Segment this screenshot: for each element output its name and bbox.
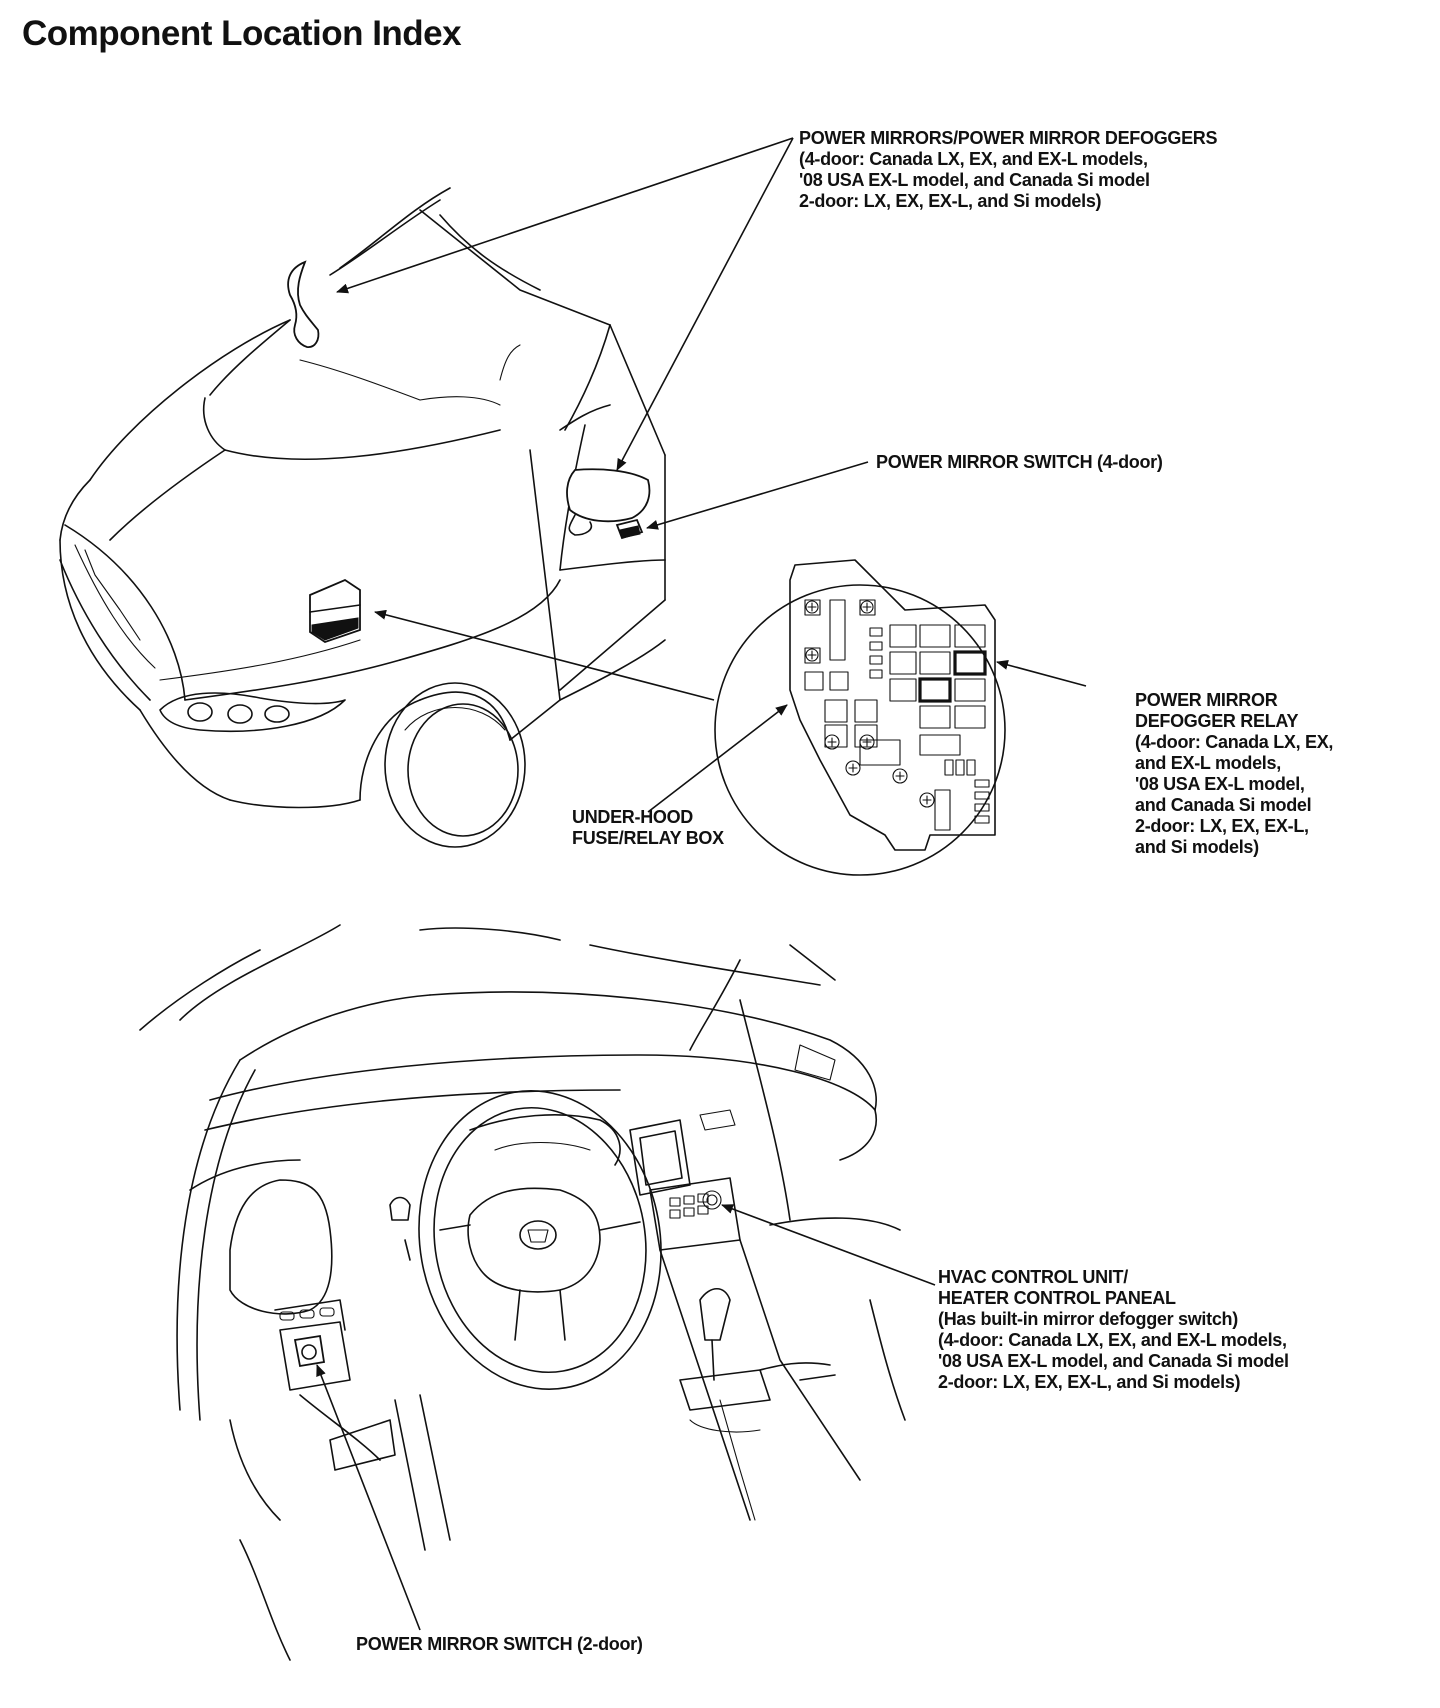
label-line: and EX-L models, — [1135, 753, 1281, 773]
label-line: (Has built-in mirror defogger switch) — [938, 1309, 1238, 1329]
label-line: '08 USA EX-L model, and Canada Si model — [799, 170, 1150, 190]
label-line: (4-door: Canada LX, EX, — [1135, 732, 1334, 752]
fuse-relay-box-detail — [714, 559, 1006, 876]
label-hvac-control-unit: HVAC CONTROL UNIT/ HEATER CONTROL PANEAL… — [938, 1267, 1289, 1393]
label-line: DEFOGGER RELAY — [1135, 711, 1299, 731]
label-line: POWER MIRROR SWITCH (2-door) — [356, 1634, 643, 1654]
interior-dashboard-illustration — [139, 924, 906, 1661]
label-line: HVAC CONTROL UNIT/ — [938, 1267, 1128, 1287]
label-power-mirror-switch-4door: POWER MIRROR SWITCH (4-door) — [876, 452, 1163, 473]
label-line: and Canada Si model — [1135, 795, 1312, 815]
page-title: Component Location Index — [22, 14, 462, 53]
label-power-mirror-switch-2door: POWER MIRROR SWITCH (2-door) — [356, 1634, 643, 1655]
label-line: 2-door: LX, EX, EX-L, and Si models) — [938, 1372, 1241, 1392]
label-line: HEATER CONTROL PANEAL — [938, 1288, 1176, 1308]
label-line: 2-door: LX, EX, EX-L, and Si models) — [799, 191, 1102, 211]
label-power-mirror-defogger-relay: POWER MIRROR DEFOGGER RELAY (4-door: Can… — [1135, 690, 1333, 858]
car-exterior-illustration — [59, 187, 666, 848]
label-line: and Si models) — [1135, 837, 1259, 857]
label-line: POWER MIRROR — [1135, 690, 1278, 710]
label-line: 2-door: LX, EX, EX-L, — [1135, 816, 1309, 836]
label-line: (4-door: Canada LX, EX, and EX-L models, — [799, 149, 1148, 169]
label-line: (4-door: Canada LX, EX, and EX-L models, — [938, 1330, 1287, 1350]
leader-lines — [316, 137, 1087, 1631]
label-line: UNDER-HOOD — [572, 807, 693, 827]
label-line: '08 USA EX-L model, — [1135, 774, 1305, 794]
label-line: POWER MIRRORS/POWER MIRROR DEFOGGERS — [799, 128, 1218, 148]
label-power-mirrors-defoggers: POWER MIRRORS/POWER MIRROR DEFOGGERS (4-… — [799, 128, 1218, 212]
label-line: '08 USA EX-L model, and Canada Si model — [938, 1351, 1289, 1371]
label-line: FUSE/RELAY BOX — [572, 828, 724, 848]
label-under-hood-fuse-relay-box: UNDER-HOOD FUSE/RELAY BOX — [572, 807, 724, 849]
label-line: POWER MIRROR SWITCH (4-door) — [876, 452, 1163, 472]
